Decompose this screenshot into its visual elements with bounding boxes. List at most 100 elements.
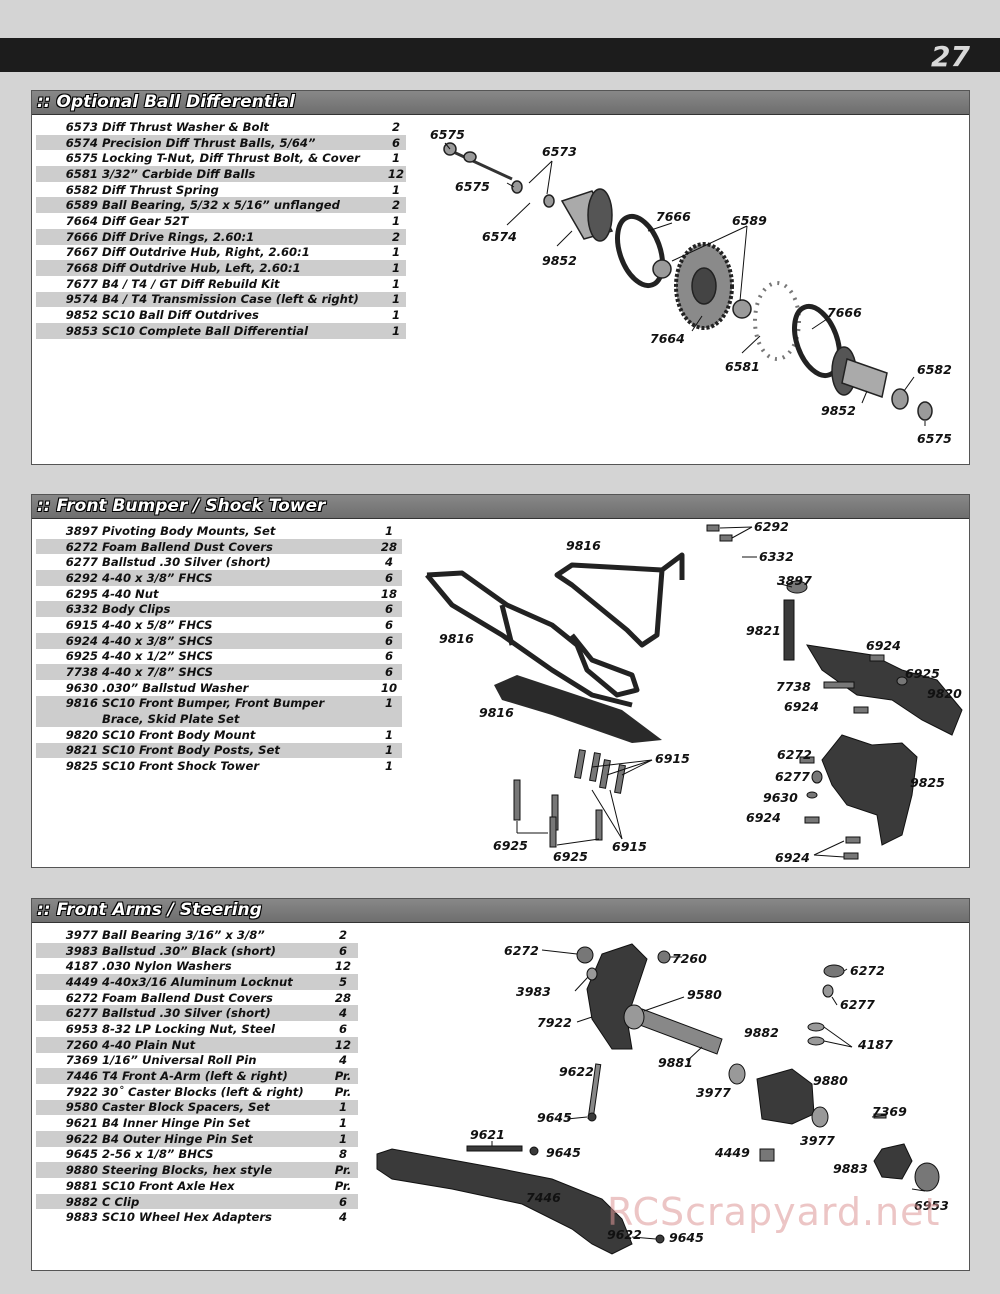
part-number: 7260	[65, 1037, 98, 1052]
part-description: Foam Ballend Dust Covers	[102, 539, 273, 554]
part-quantity: Pr.	[334, 1178, 352, 1193]
callout-label: 6924	[866, 638, 901, 653]
part-quantity: 12	[334, 1037, 352, 1052]
callout-label: 6581	[725, 359, 760, 374]
callout-label: 6277	[840, 997, 875, 1012]
part-description: Ballstud .30” Black (short)	[102, 943, 276, 958]
part-description: Ballstud .30 Silver (short)	[102, 1006, 271, 1021]
part-number: 6573	[65, 119, 98, 134]
part-description: SC10 Front Body Posts, Set	[102, 743, 280, 758]
part-number: 9645	[65, 1147, 98, 1162]
part-number: 6953	[65, 1021, 98, 1036]
part-quantity: 8	[338, 1147, 348, 1162]
part-description: SC10 Front Axle Hex	[102, 1178, 235, 1193]
bearing-shape-3	[728, 1063, 746, 1085]
callout-label: 3897	[777, 573, 812, 588]
ballstud-shape-2	[822, 984, 834, 998]
part-quantity: 6	[384, 649, 394, 664]
part-description: SC10 Front Bumper, Front Bumper	[102, 696, 325, 711]
part-number: 7369	[65, 1053, 98, 1068]
part-quantity: 10	[380, 680, 398, 695]
outdrive-left-flange	[587, 188, 613, 242]
part-number: 6272	[65, 539, 98, 554]
diff-balls-ring	[753, 281, 801, 361]
callout-label: 6582	[917, 362, 952, 377]
section-title: :: Front Bumper / Shock Tower	[37, 496, 326, 516]
callout-label: 7260	[672, 951, 707, 966]
part-description: SC10 Complete Ball Differential	[102, 323, 309, 338]
callout-label: 6925	[553, 849, 588, 864]
part-number: 9821	[65, 743, 98, 758]
part-number: 6925	[65, 649, 98, 664]
callout-label: 6924	[784, 699, 819, 714]
part-description: 4-40x3/16 Aluminum Locknut	[102, 974, 293, 989]
part-quantity: 18	[380, 586, 398, 601]
part-quantity: 2	[391, 198, 401, 213]
axle-hex-shape	[636, 1008, 723, 1055]
part-number: 7667	[65, 245, 98, 260]
callout-label: 9852	[821, 403, 856, 418]
part-number: 9852	[65, 308, 98, 323]
part-number: 9580	[65, 1100, 98, 1115]
part-number: 6589	[65, 198, 98, 213]
part-description: Ball Bearing, 5/32 x 5/16” unflanged	[102, 198, 340, 213]
callout-label: 9816	[439, 631, 474, 646]
part-description: SC10 Ball Diff Outdrives	[102, 308, 259, 323]
part-description: Diff Outdrive Hub, Left, 2.60:1	[102, 261, 301, 276]
part-number: 7922	[65, 1084, 98, 1099]
callout-label: 6925	[905, 666, 940, 681]
drive-ring-shape-2	[792, 303, 842, 379]
part-quantity: 6	[338, 1194, 348, 1209]
callout-label: 6915	[655, 751, 690, 766]
part-number: 7738	[65, 665, 98, 680]
callout-label: 6924	[775, 850, 810, 865]
part-description: SC10 Wheel Hex Adapters	[102, 1210, 272, 1225]
part-quantity: 2	[391, 229, 401, 244]
page-number: 27	[931, 40, 970, 73]
part-number: 6915	[65, 617, 98, 632]
callout-label: 7446	[526, 1190, 561, 1205]
part-quantity: 1	[384, 759, 394, 774]
part-number: 9883	[65, 1210, 98, 1225]
part-description: B4 / T4 / GT Diff Rebuild Kit	[102, 276, 280, 291]
cover-shape	[463, 151, 477, 163]
part-quantity: 2	[391, 119, 401, 134]
inner-hinge-pin-shape	[466, 1145, 523, 1152]
callout-label: 7369	[872, 1104, 907, 1119]
part-description: Ball Bearing 3/16” x 3/8”	[102, 927, 265, 942]
bumper-frame-shape	[425, 570, 640, 708]
callout-labels: 6292 9816 6332 3897 9821 9816 6924 6925 …	[439, 519, 962, 865]
callout-label: 9645	[546, 1145, 581, 1160]
part-quantity: 12	[387, 166, 405, 181]
callout-label: 7666	[656, 209, 691, 224]
part-description: Brace, Skid Plate Set	[102, 712, 240, 727]
dust-cover-shape	[576, 946, 594, 964]
callout-label: 6332	[759, 549, 794, 564]
callout-label: 6925	[493, 838, 528, 853]
callout-label: 7738	[776, 679, 811, 694]
part-description: 4-40 x 1/2” SHCS	[102, 649, 213, 664]
spring-shape	[891, 388, 909, 410]
dust-cover-shape-2	[823, 964, 845, 978]
callout-label: 9825	[910, 775, 945, 790]
part-number: 6277	[65, 1006, 98, 1021]
part-quantity: 2	[338, 927, 348, 942]
callout-label: 6589	[732, 213, 767, 228]
bumper-brace-shape	[554, 552, 685, 648]
part-quantity: 1	[391, 213, 401, 228]
bhcs-shape-2	[655, 1234, 665, 1244]
bhcs-shape-3	[587, 1112, 597, 1122]
callout-label: 6575	[455, 179, 490, 194]
callout-label: 9820	[927, 686, 962, 701]
